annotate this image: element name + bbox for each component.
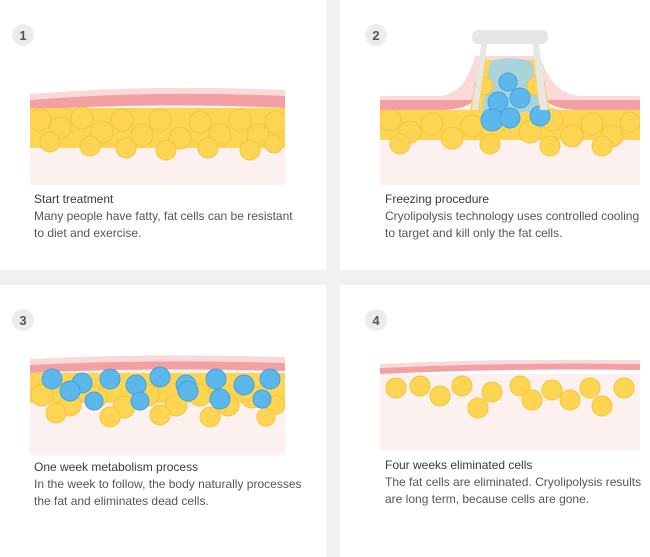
step-number-badge: 1 (12, 24, 34, 46)
metabolism-illustration (30, 355, 285, 455)
step-number-badge: 2 (365, 24, 387, 46)
freezing-applicator-illustration (380, 30, 640, 185)
step-title: Four weeks eliminated cells (385, 458, 533, 472)
step-4-panel: 4 Four weeks eliminated cells The fat ce… (340, 285, 650, 557)
step-1-panel: 1 Start treatment Many people have fatty… (0, 0, 326, 270)
eliminated-cells-illustration (380, 360, 640, 450)
step-number-badge: 4 (365, 309, 387, 331)
step-description: Many people have fatty, fat cells can be… (34, 209, 293, 240)
step-3-panel: 3 One week metabolism process In the wee… (0, 285, 326, 557)
step-caption: Start treatment Many people have fatty, … (34, 191, 294, 242)
step-title: Start treatment (34, 192, 114, 206)
step-title: Freezing procedure (385, 192, 490, 206)
step-2-panel: 2 Freezing procedure Cryolipolysis techn… (340, 0, 650, 270)
skin-fat-illustration (30, 87, 285, 185)
step-caption: Four weeks eliminated cells The fat cell… (385, 457, 645, 508)
step-number-badge: 3 (12, 309, 34, 331)
step-caption: One week metabolism process In the week … (34, 459, 304, 510)
step-description: In the week to follow, the body naturall… (34, 477, 302, 508)
step-description: Cryolipolysis technology uses controlled… (385, 209, 640, 240)
step-title: One week metabolism process (34, 460, 199, 474)
step-description: The fat cells are eliminated. Cryolipoly… (385, 475, 642, 506)
step-caption: Freezing procedure Cryolipolysis technol… (385, 191, 645, 242)
